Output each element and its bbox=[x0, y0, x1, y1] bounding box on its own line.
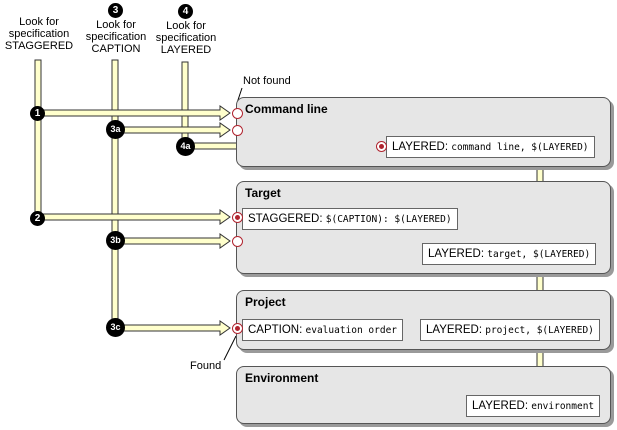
look-for-text: Look for specification bbox=[85, 19, 147, 43]
step-4-badge: 4 bbox=[178, 4, 193, 19]
label-look-layered: Look for specification LAYERED bbox=[148, 20, 224, 56]
command-line-title: Command line bbox=[245, 102, 328, 116]
target-staggered-entry: STAGGERED: $(CAPTION): $(LAYERED) bbox=[242, 208, 458, 230]
entry-name: LAYERED bbox=[426, 324, 479, 336]
spec-name-staggered: STAGGERED bbox=[4, 40, 74, 52]
step-1-badge: 1 bbox=[30, 106, 45, 121]
lookup-dot-found bbox=[232, 212, 243, 223]
target-layered-entry: LAYERED: target, $(LAYERED) bbox=[422, 243, 597, 265]
arrow-3c-project bbox=[117, 320, 231, 336]
entry-value: project, $(LAYERED) bbox=[485, 325, 594, 336]
look-for-text: Look for specification bbox=[155, 20, 217, 44]
entry-name: CAPTION bbox=[248, 324, 300, 336]
project-title: Project bbox=[245, 295, 286, 309]
environment-layered-entry: LAYERED: environment bbox=[466, 395, 601, 417]
step-3-badge: 3 bbox=[108, 3, 123, 18]
spec-name-layered: LAYERED bbox=[160, 44, 212, 56]
entry-name: STAGGERED bbox=[248, 213, 320, 225]
lane-staggered bbox=[34, 59, 42, 221]
look-for-text: Look for specification bbox=[8, 16, 70, 40]
lane-caption bbox=[111, 59, 119, 331]
step-2-badge: 2 bbox=[30, 211, 45, 226]
not-found-label: Not found bbox=[243, 75, 291, 87]
lookup-dot-found bbox=[232, 323, 243, 334]
entry-value: command line, $(LAYERED) bbox=[451, 142, 589, 153]
found-pointer bbox=[223, 335, 237, 361]
project-caption-entry: CAPTION: evaluation order bbox=[242, 319, 404, 341]
arrow-2-target bbox=[40, 209, 231, 225]
command-line-layered-entry: LAYERED: command line, $(LAYERED) bbox=[386, 136, 595, 158]
step-3b-badge: 3b bbox=[106, 231, 125, 250]
lookup-dot-empty bbox=[232, 108, 243, 119]
label-look-caption: Look for specification CAPTION bbox=[76, 19, 156, 55]
label-look-staggered: Look for specification STAGGERED bbox=[0, 16, 78, 52]
arrow-3b-target bbox=[117, 233, 231, 249]
entry-value: $(CAPTION): $(LAYERED) bbox=[325, 214, 452, 225]
arrow-3a-command-line bbox=[117, 122, 231, 138]
entry-value: evaluation order bbox=[305, 325, 398, 336]
target-title: Target bbox=[245, 186, 281, 200]
spec-name-caption: CAPTION bbox=[91, 43, 141, 55]
entry-value: target, $(LAYERED) bbox=[487, 249, 591, 260]
step-3a-badge: 3a bbox=[106, 120, 125, 139]
lookup-dot-found bbox=[376, 141, 387, 152]
project-layered-entry: LAYERED: project, $(LAYERED) bbox=[420, 319, 600, 341]
arrow-1-command-line bbox=[40, 105, 231, 121]
lookup-dot-empty bbox=[232, 125, 243, 136]
step-4a-badge: 4a bbox=[176, 137, 195, 156]
entry-name: LAYERED bbox=[392, 141, 445, 153]
lookup-dot-empty bbox=[232, 236, 243, 247]
entry-name: LAYERED bbox=[472, 400, 525, 412]
step-3c-badge: 3c bbox=[106, 318, 125, 337]
environment-title: Environment bbox=[245, 371, 319, 385]
found-label: Found bbox=[190, 360, 222, 372]
entry-name: LAYERED bbox=[428, 248, 481, 260]
entry-value: environment bbox=[531, 401, 595, 412]
